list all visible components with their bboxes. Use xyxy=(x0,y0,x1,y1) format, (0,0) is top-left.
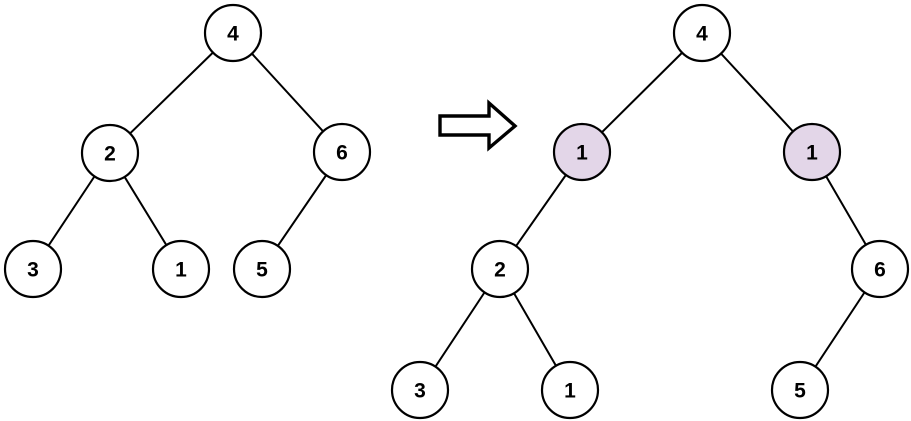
tree-node[interactable]: 3 xyxy=(390,360,450,420)
tree-node-highlighted[interactable]: 1 xyxy=(552,122,612,182)
node-value-label: 4 xyxy=(696,23,708,46)
arrow-layer xyxy=(438,99,518,152)
node-value-label: 1 xyxy=(806,142,818,165)
node-circle xyxy=(672,3,732,63)
tree-node[interactable]: 6 xyxy=(850,239,910,299)
node-value-label: 1 xyxy=(564,380,576,403)
tree-node[interactable]: 5 xyxy=(232,239,292,299)
node-value-label: 4 xyxy=(227,23,239,46)
node-circle xyxy=(80,123,140,183)
node-circle xyxy=(232,239,292,299)
node-value-label: 2 xyxy=(104,143,116,166)
nodes-layer: 4 2 6 3 1 5 4 1 1 2 6 3 1 5 xyxy=(3,3,910,420)
node-value-label: 1 xyxy=(576,142,588,165)
output-tree-edges xyxy=(419,32,881,391)
node-circle xyxy=(3,239,63,299)
node-circle xyxy=(540,360,600,420)
output-tree-nodes: 4 1 1 2 6 3 1 5 xyxy=(390,3,910,420)
node-value-label: 3 xyxy=(27,259,39,282)
node-value-label: 5 xyxy=(794,380,806,403)
tree-node[interactable]: 2 xyxy=(80,123,140,183)
tree-node[interactable]: 1 xyxy=(540,360,600,420)
tree-node[interactable]: 3 xyxy=(3,239,63,299)
node-value-label: 1 xyxy=(175,259,187,282)
tree-node[interactable]: 4 xyxy=(203,3,263,63)
node-value-label: 3 xyxy=(414,380,426,403)
node-circle xyxy=(850,239,910,299)
node-circle xyxy=(390,360,450,420)
node-circle xyxy=(312,122,372,182)
edges-layer xyxy=(32,32,881,391)
tree-node[interactable]: 4 xyxy=(672,3,732,63)
tree-node[interactable]: 2 xyxy=(470,239,530,299)
right-arrow-icon xyxy=(438,99,518,152)
node-circle xyxy=(782,122,842,182)
tree-node-highlighted[interactable]: 1 xyxy=(782,122,842,182)
input-tree-nodes: 4 2 6 3 1 5 xyxy=(3,3,372,299)
node-circle xyxy=(552,122,612,182)
node-value-label: 2 xyxy=(494,259,506,282)
tree-node[interactable]: 5 xyxy=(770,360,830,420)
node-value-label: 6 xyxy=(874,259,886,282)
node-circle xyxy=(151,239,211,299)
node-circle xyxy=(203,3,263,63)
tree-node[interactable]: 1 xyxy=(151,239,211,299)
tree-node[interactable]: 6 xyxy=(312,122,372,182)
node-circle xyxy=(470,239,530,299)
input-tree-edges xyxy=(32,32,343,270)
node-value-label: 6 xyxy=(336,142,348,165)
node-circle xyxy=(770,360,830,420)
node-value-label: 5 xyxy=(256,259,268,282)
